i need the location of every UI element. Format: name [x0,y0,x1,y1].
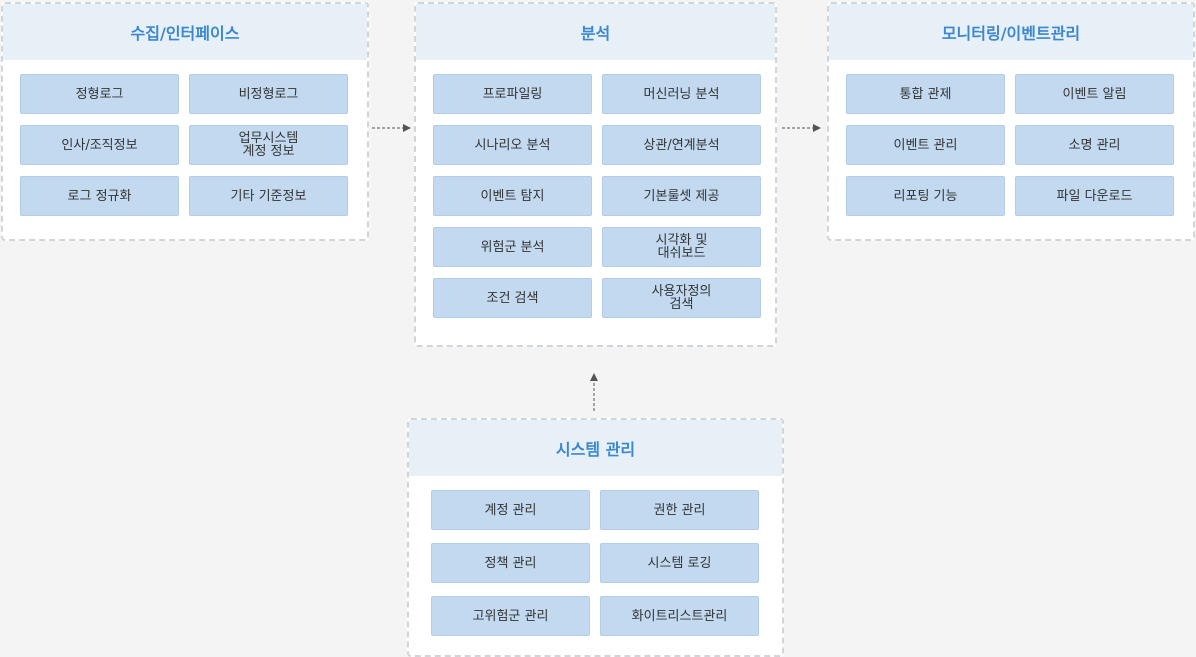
arrow-collection-to-analysis [372,124,411,132]
system-item-system-logging: 시스템 로깅 [600,543,759,583]
monitoring-event-panel: 모니터링/이벤트관리 통합 관제 이벤트 알림 이벤트 관리 소명 관리 리포팅… [827,2,1195,241]
collection-item-hr-org-info: 인사/조직정보 [20,125,179,165]
collection-interface-panel: 수집/인터페이스 정형로그 비정형로그 인사/조직정보 업무시스템 계정 정보 … [1,2,369,241]
analysis-item-correlation-analysis: 상관/연계분석 [602,125,761,165]
system-item-permission-management: 권한 관리 [600,490,759,530]
analysis-item-profiling: 프로파일링 [433,74,592,114]
collection-item-business-system-account: 업무시스템 계정 정보 [189,125,348,165]
system-item-whitelist-management: 화이트리스트관리 [600,596,759,636]
collection-item-unstructured-log: 비정형로그 [189,74,348,114]
collection-item-log-normalization: 로그 정규화 [20,176,179,216]
analysis-item-default-ruleset: 기본룰셋 제공 [602,176,761,216]
collection-panel-title: 수집/인터페이스 [3,4,367,60]
analysis-item-visualization-dashboard: 시각화 및 대쉬보드 [602,227,761,267]
analysis-item-conditional-search: 조건 검색 [433,278,592,318]
analysis-panel: 분석 프로파일링 머신러닝 분석 시나리오 분석 상관/연계분석 이벤트 탐지 … [414,2,777,347]
monitoring-item-integrated-control: 통합 관제 [846,74,1005,114]
system-item-high-risk-group-management: 고위험군 관리 [431,596,590,636]
collection-item-structured-log: 정형로그 [20,74,179,114]
monitoring-item-reporting: 리포팅 기능 [846,176,1005,216]
analysis-item-risk-group-analysis: 위험군 분석 [433,227,592,267]
system-panel-title: 시스템 관리 [409,420,782,476]
system-management-panel: 시스템 관리 계정 관리 권한 관리 정책 관리 시스템 로깅 고위험군 관리 … [407,418,784,657]
arrow-system-to-analysis [590,373,598,411]
monitoring-item-explanation-management: 소명 관리 [1015,125,1174,165]
analysis-panel-title: 분석 [416,4,775,60]
monitoring-item-event-management: 이벤트 관리 [846,125,1005,165]
analysis-item-ml-analysis: 머신러닝 분석 [602,74,761,114]
system-item-policy-management: 정책 관리 [431,543,590,583]
collection-item-other-reference-info: 기타 기준정보 [189,176,348,216]
analysis-item-custom-search: 사용자정의 검색 [602,278,761,318]
monitoring-item-event-alert: 이벤트 알림 [1015,74,1174,114]
monitoring-panel-title: 모니터링/이벤트관리 [829,4,1193,60]
arrow-analysis-to-monitoring [782,124,821,132]
monitoring-item-file-download: 파일 다운로드 [1015,176,1174,216]
analysis-item-event-detection: 이벤트 탐지 [433,176,592,216]
analysis-item-scenario-analysis: 시나리오 분석 [433,125,592,165]
system-item-account-management: 계정 관리 [431,490,590,530]
